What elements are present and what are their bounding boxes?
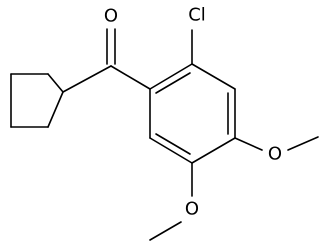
bond-ar-2 (191, 63, 236, 90)
methoxy-oxygen-5-label: O (185, 199, 199, 220)
cyclobutyl-ring (10, 73, 64, 128)
bond-cb-right (47, 73, 64, 93)
bond-ar-5 (149, 137, 193, 164)
bond-ar-o4 (234, 137, 263, 151)
bond-ar-1 (149, 63, 193, 90)
chlorine-label: Cl (188, 5, 206, 26)
bond-cb-carbonyl (62, 65, 112, 93)
carbonyl-oxygen-label: O (104, 6, 118, 27)
bond-o4-me (287, 136, 319, 151)
carbonyl-double-bond (106, 28, 116, 65)
bond-ar-5-inner (155, 133, 191, 155)
benzene-ring (149, 63, 236, 164)
bond-o5-me (149, 221, 182, 241)
bond-cb-right-lower (47, 91, 64, 128)
bond-ar-1-inner (155, 72, 191, 94)
bond-ar-4 (191, 137, 236, 164)
methoxy-oxygen-4-label: O (268, 144, 282, 165)
bond-carbonyl-aryl (110, 65, 151, 90)
